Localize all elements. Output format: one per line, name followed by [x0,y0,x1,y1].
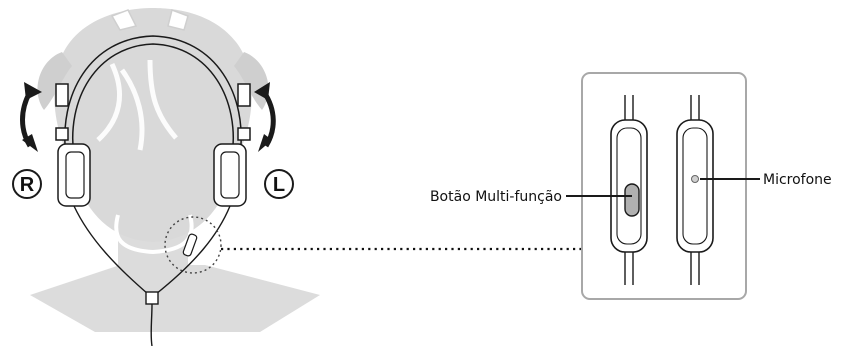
hair-bow-right [167,9,189,31]
remote-inset [581,72,747,300]
multifunction-button [624,183,640,217]
zoom-highlight-circle [164,216,222,274]
cable [73,205,231,346]
face-outline [114,214,194,255]
ear-cup-left [213,143,247,207]
double-headed-curved-arrow-icon [20,82,42,152]
pigtail-left [37,52,72,110]
remote-back-view [676,119,714,253]
microphone-callout: Microfone [700,172,832,188]
person-silhouette [30,8,320,332]
left-side-marker: L [264,169,294,199]
ear-cup-right [57,143,91,207]
left-side-letter: L [273,174,285,196]
multifunction-button-callout: Botão Multi-função [430,189,632,205]
headband [55,35,251,157]
microphone-hole [691,175,699,183]
right-side-marker: R [12,169,42,199]
hair-strands [96,59,178,151]
inset-frame [581,72,747,300]
shoulders [30,265,320,332]
head [54,8,252,242]
remote-front-view [610,119,648,253]
microphone-label: Microfone [763,172,832,188]
double-headed-curved-arrow-icon [254,82,276,152]
right-side-letter: R [20,174,35,196]
inline-remote-small [182,233,198,257]
hair-bow-left [110,9,138,31]
pigtail-right [234,52,269,110]
multifunction-button-label: Botão Multi-função [430,189,562,205]
